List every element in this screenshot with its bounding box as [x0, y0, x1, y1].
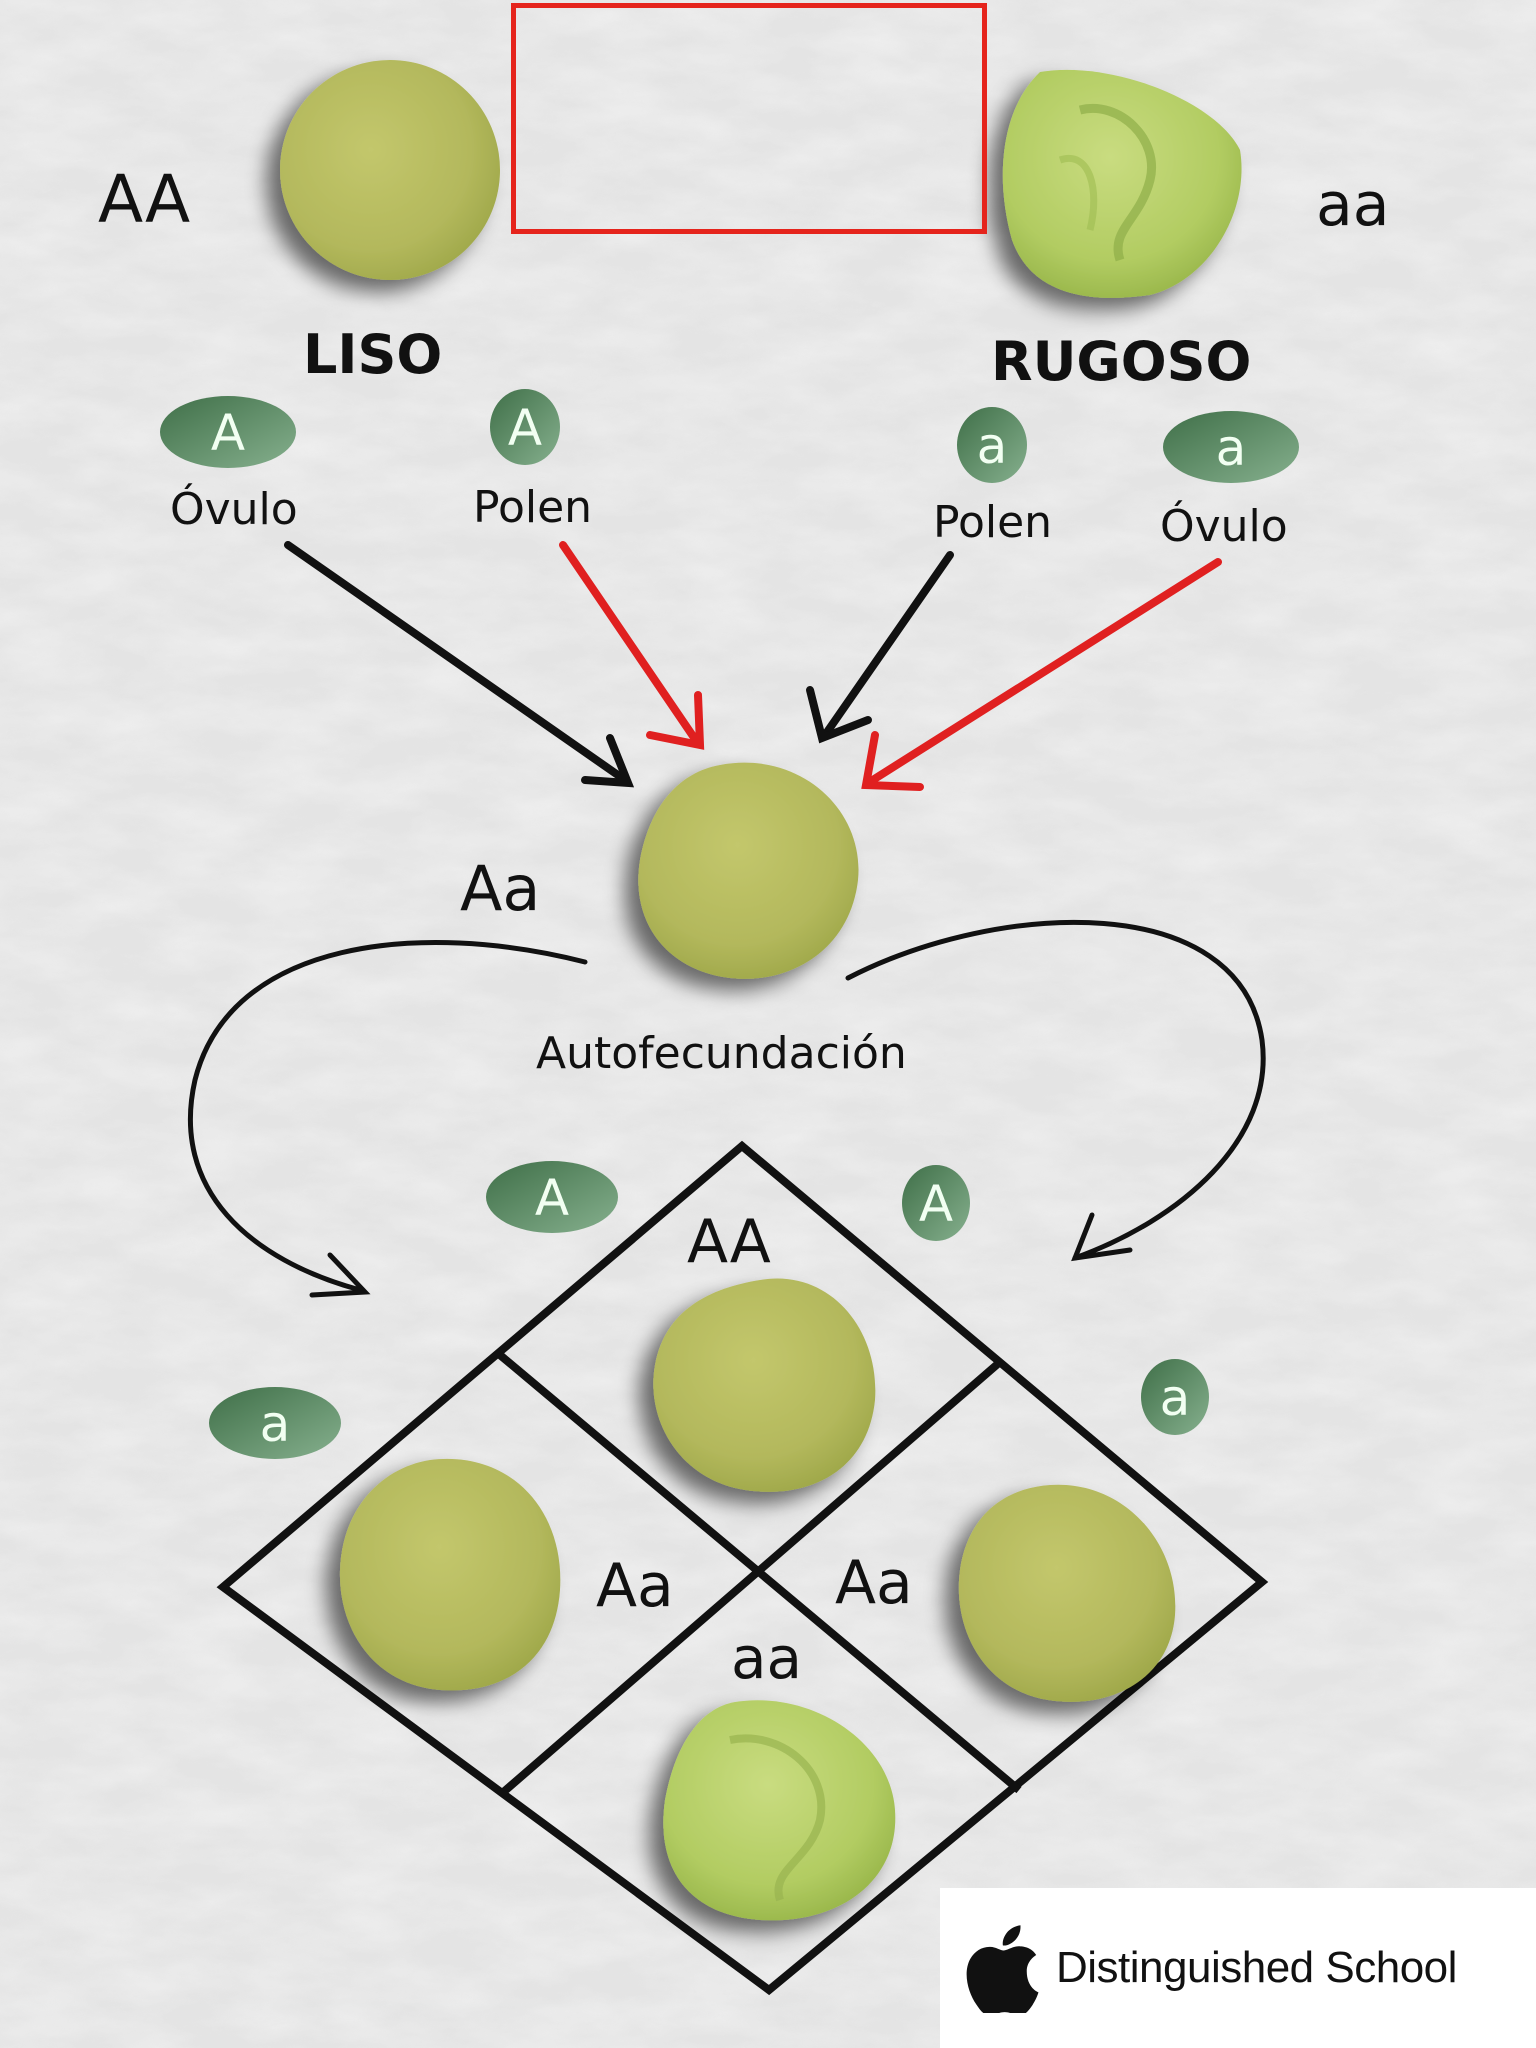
distinguished-school-badge: Distinguished School	[940, 1888, 1536, 2048]
pea-wrinkled-parent	[1002, 69, 1242, 298]
arrow-left-pollen-red	[559, 541, 705, 750]
svg-text:a: a	[260, 1395, 291, 1453]
cell-genotype-left: Aa	[596, 1551, 674, 1621]
svg-text:A: A	[919, 1175, 953, 1233]
highlight-box	[511, 3, 987, 234]
cell-genotype-top: AA	[687, 1207, 771, 1277]
phenotype-liso: LISO	[303, 323, 442, 386]
pea-cell-bottom-wrinkled	[663, 1700, 896, 1921]
arrow-left-ovule	[284, 541, 635, 788]
label-left-ovule: Óvulo	[170, 482, 298, 535]
parent-right-genotype: aa	[1316, 170, 1390, 240]
punnett-allele-right: a	[1141, 1359, 1209, 1435]
pea-cell-right	[958, 1484, 1176, 1702]
punnett-allele-top-left: A	[486, 1161, 618, 1233]
phenotype-rugoso: RUGOSO	[991, 330, 1251, 393]
pea-smooth-parent	[280, 60, 500, 280]
apple-logo-icon	[966, 1925, 1039, 2013]
self-fertilization-label: Autofecundación	[536, 1028, 907, 1079]
pea-cell-top	[653, 1278, 876, 1492]
badge-text: Distinguished School	[1056, 1943, 1457, 1992]
f1-genotype: Aa	[460, 852, 540, 925]
cell-genotype-right: Aa	[835, 1548, 913, 1618]
pea-f1-hybrid	[638, 762, 859, 979]
allele-left-ovule: A	[160, 396, 296, 468]
punnett-square	[216, 1140, 1269, 1996]
svg-text:a: a	[977, 417, 1008, 475]
allele-left-pollen: A	[490, 389, 560, 465]
punnett-allele-left: a	[209, 1387, 341, 1459]
svg-text:A: A	[535, 1169, 569, 1227]
svg-text:A: A	[211, 404, 245, 462]
arrow-right-ovule-red	[861, 558, 1222, 791]
arrow-right-pollen	[806, 551, 954, 744]
allele-right-ovule: a	[1163, 411, 1299, 483]
allele-right-pollen: a	[957, 407, 1027, 483]
label-left-pollen: Polen	[473, 482, 592, 533]
svg-text:A: A	[508, 399, 542, 457]
parent-left-genotype: AA	[98, 161, 190, 238]
curved-arrow-left	[188, 940, 588, 1298]
cell-genotype-bottom: aa	[731, 1624, 802, 1692]
curved-arrow-right	[845, 919, 1266, 1262]
label-right-pollen: Polen	[933, 497, 1052, 548]
punnett-allele-top-right: A	[902, 1165, 970, 1241]
pea-cell-left	[339, 1458, 561, 1691]
svg-text:a: a	[1160, 1369, 1191, 1427]
label-right-ovule: Óvulo	[1160, 499, 1288, 552]
svg-text:a: a	[1216, 419, 1247, 477]
